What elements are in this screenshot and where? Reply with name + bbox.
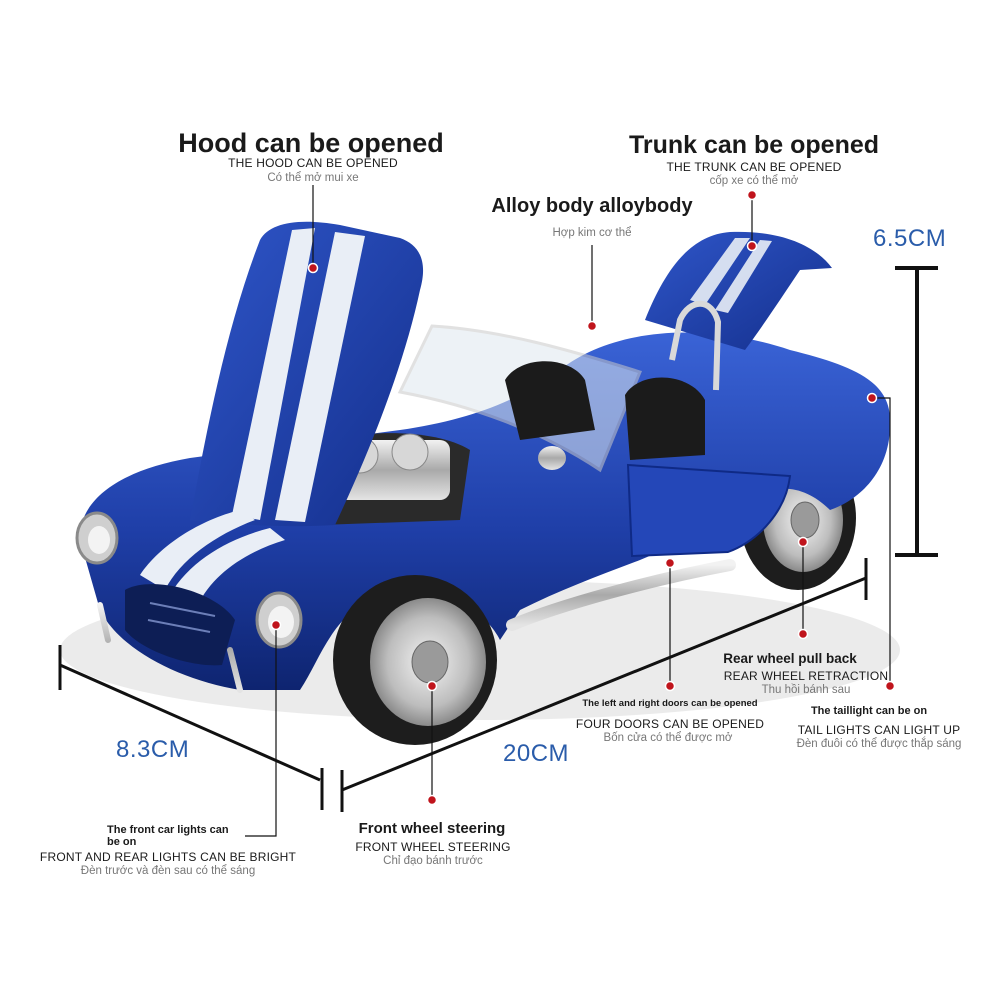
front-lights-caps: FRONT AND REAR LIGHTS CAN BE BRIGHT xyxy=(39,850,297,864)
taillight-vi: Đèn đuôi có thể được thắp sáng xyxy=(796,738,962,750)
steering-vi: Chỉ đạo bánh trước xyxy=(383,855,483,867)
marker-door xyxy=(664,557,676,569)
left-headlight xyxy=(75,511,119,565)
marker-hood xyxy=(307,262,319,274)
trunk-caps: THE TRUNK CAN BE OPENED xyxy=(666,160,842,174)
steering-caps: FRONT WHEEL STEERING xyxy=(355,840,511,854)
roll-bar xyxy=(669,300,722,391)
nose-stripe-1 xyxy=(140,510,255,590)
rear-wheel-vi: Thu hồi bánh sau xyxy=(761,684,851,696)
front-lights-title-1: The front car lights can xyxy=(107,824,229,836)
marker-trunk-top xyxy=(746,189,758,201)
hood-stripe-2 xyxy=(275,232,365,522)
marker-front-wheel-end xyxy=(426,794,438,806)
front-lights-vi: Đèn trước và đèn sau có thể sáng xyxy=(80,865,256,877)
doors-vi: Bốn cửa có thể được mở xyxy=(603,732,733,744)
seat-right xyxy=(625,377,705,460)
side-exhaust xyxy=(506,559,736,631)
rear-wheel-title: Rear wheel pull back xyxy=(723,651,857,666)
side-mirror xyxy=(538,446,566,470)
doors-title: The left and right doors can be opened xyxy=(582,698,758,709)
dimension-height: 6.5CM xyxy=(873,225,947,252)
dimension-width-line xyxy=(58,645,324,810)
taillight-caps: TAIL LIGHTS CAN LIGHT UP xyxy=(797,723,961,737)
right-headlight xyxy=(255,591,303,649)
annotation-markers xyxy=(270,189,896,806)
front-bumper xyxy=(97,602,243,693)
leader-lines xyxy=(245,185,891,837)
marker-body xyxy=(586,320,598,332)
marker-taillight xyxy=(866,392,878,404)
nose-stripe-2 xyxy=(170,528,285,605)
dimension-width: 8.3CM xyxy=(116,736,190,763)
seat-left xyxy=(505,361,595,440)
steering-title: Front wheel steering xyxy=(358,820,506,837)
rear-wheel-caps: REAR WHEEL RETRACTION xyxy=(723,669,889,683)
front-wheel xyxy=(333,575,497,745)
hood-vi: Có thể mở mui xe xyxy=(267,172,359,184)
marker-headlight xyxy=(270,619,282,631)
marker-door-end xyxy=(664,680,676,692)
hood-stripe-1 xyxy=(232,228,315,520)
front-lights-title-2: be on xyxy=(107,836,137,848)
marker-trunk xyxy=(746,240,758,252)
dimension-length: 20CM xyxy=(503,740,570,767)
hood-title: Hood can be opened xyxy=(178,128,444,158)
marker-front-wheel xyxy=(426,680,438,692)
marker-rear-wheel xyxy=(797,536,809,548)
marker-taillight-end xyxy=(884,680,896,692)
body-vi: Hợp kim cơ thể xyxy=(552,227,632,239)
dimension-length-line xyxy=(340,558,868,812)
trunk-title: Trunk can be opened xyxy=(628,131,880,159)
doors-caps: FOUR DOORS CAN BE OPENED xyxy=(575,717,765,731)
hood-caps: THE HOOD CAN BE OPENED xyxy=(228,156,398,170)
trunk-vi: cốp xe có thể mở xyxy=(709,175,799,187)
marker-rear-wheel-end xyxy=(797,628,809,640)
dimension-height-line xyxy=(895,266,938,557)
taillight-title: The taillight can be on xyxy=(810,705,928,717)
body-title: Alloy body alloybody xyxy=(491,195,693,217)
open-door xyxy=(626,463,792,558)
